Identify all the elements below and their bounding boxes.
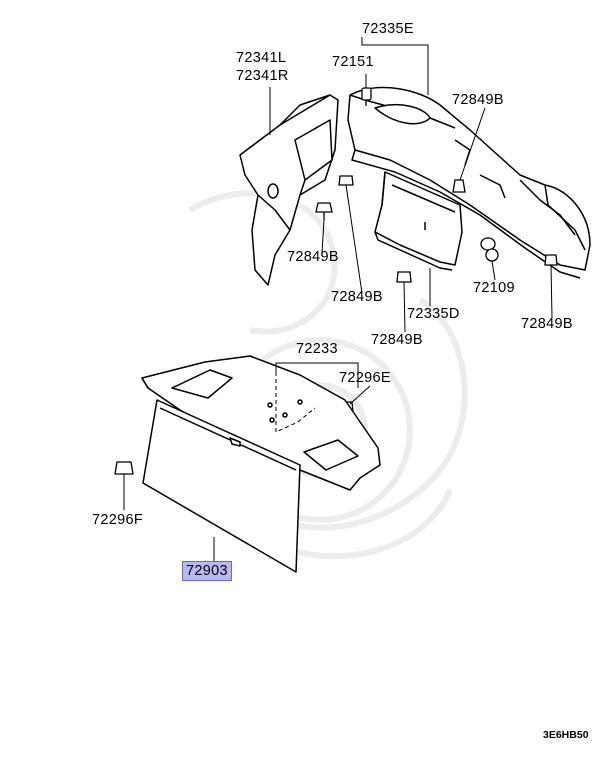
label-72341l: 72341L [236, 50, 287, 66]
label-72849b-right: 72849B [521, 316, 573, 332]
side-trim-72341 [239, 94, 339, 286]
label-72335e: 72335E [362, 21, 414, 37]
label-72151: 72151 [332, 54, 374, 70]
label-72296e: 72296E [339, 370, 391, 386]
label-72335d: 72335D [407, 306, 460, 322]
leader-lines [123, 37, 553, 562]
clip-72151 [361, 87, 372, 106]
package-tray-72233 [141, 355, 381, 491]
diagram-code: 3E6HB50 [543, 729, 589, 741]
label-72341r: 72341R [236, 68, 289, 84]
label-72849b-mid: 72849B [331, 289, 383, 305]
label-72849b-top: 72849B [452, 92, 504, 108]
label-72849b-left: 72849B [287, 249, 339, 265]
label-72109: 72109 [473, 280, 515, 296]
label-72903-highlighted[interactable]: 72903 [182, 561, 232, 581]
label-72233: 72233 [296, 341, 338, 357]
label-72296f: 72296F [92, 512, 143, 528]
trim-panel-72335d [374, 171, 463, 271]
label-72849b-low: 72849B [371, 332, 423, 348]
rear-board-72903 [142, 399, 301, 573]
